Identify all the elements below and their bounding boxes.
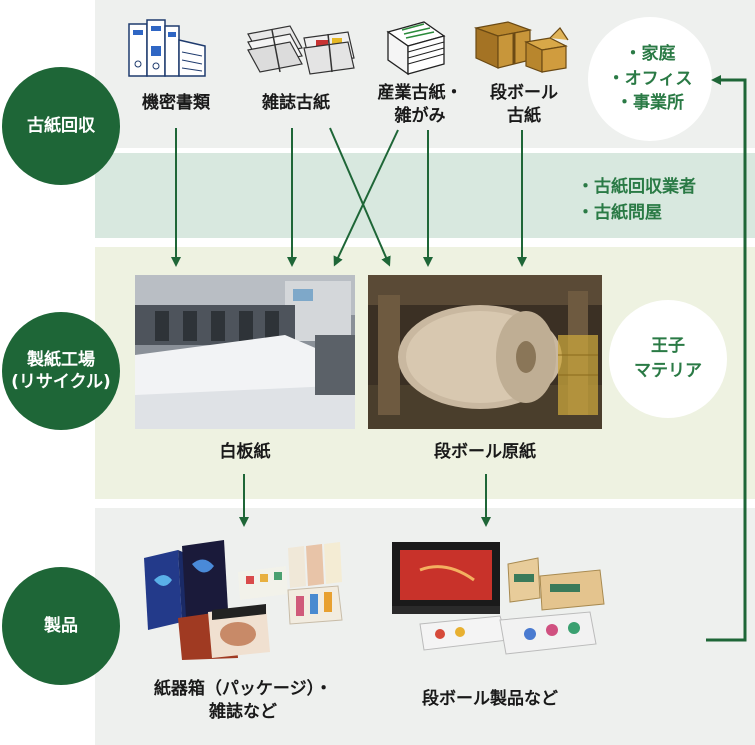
cardboard-box-icon [474, 21, 569, 73]
paper-type-label: 雑誌古紙 [262, 93, 330, 113]
output-containerboard-label: 段ボール原紙 [434, 442, 536, 462]
stage-factory-label: 製紙工場 (リサイクル) [11, 349, 111, 392]
collector-list: ・古紙回収業者 ・古紙問屋 [577, 174, 696, 227]
sources-circle: ・家庭 ・オフィス ・事業所 [588, 17, 712, 141]
paper-packaging-products-image [144, 540, 343, 660]
source-home: ・家庭 [624, 44, 676, 65]
stage-products-label: 製品 [44, 615, 78, 636]
stage-collection-label: 古紙回収 [27, 115, 95, 136]
paper-type-label: 段ボール 古紙 [490, 83, 558, 126]
collector-item: ・古紙問屋 [577, 203, 662, 224]
collector-band [95, 153, 755, 238]
output-whiteboard-label: 白板紙 [219, 442, 271, 462]
stage-factory-circle: 製紙工場 (リサイクル) [2, 312, 120, 430]
containerboard-roll-photo [368, 275, 602, 429]
manufacturer-circle: 王子 マテリア [609, 300, 727, 418]
stage-collection-circle: 古紙回収 [2, 67, 120, 185]
manufacturer-label: 王子 マテリア [634, 336, 702, 381]
source-business: ・事業所 [616, 93, 684, 114]
source-office: ・オフィス [607, 68, 693, 89]
collector-item: ・古紙回収業者 [577, 177, 696, 197]
stage-products-circle: 製品 [2, 567, 120, 685]
whiteboard-machine-photo [135, 275, 355, 429]
paper-type-label: 機密書類 [142, 93, 210, 113]
paper-type-label: 産業古紙・ 雑がみ [377, 83, 463, 126]
magazine-stack-icon [247, 25, 355, 75]
binders-icon [128, 19, 206, 77]
product-paper-boxes-label: 紙器箱（パッケージ）・ 雑誌など [153, 679, 333, 722]
product-cardboard-label: 段ボール製品など [422, 689, 558, 709]
paper-stack-icon [386, 21, 446, 76]
cardboard-products-image [392, 542, 605, 655]
